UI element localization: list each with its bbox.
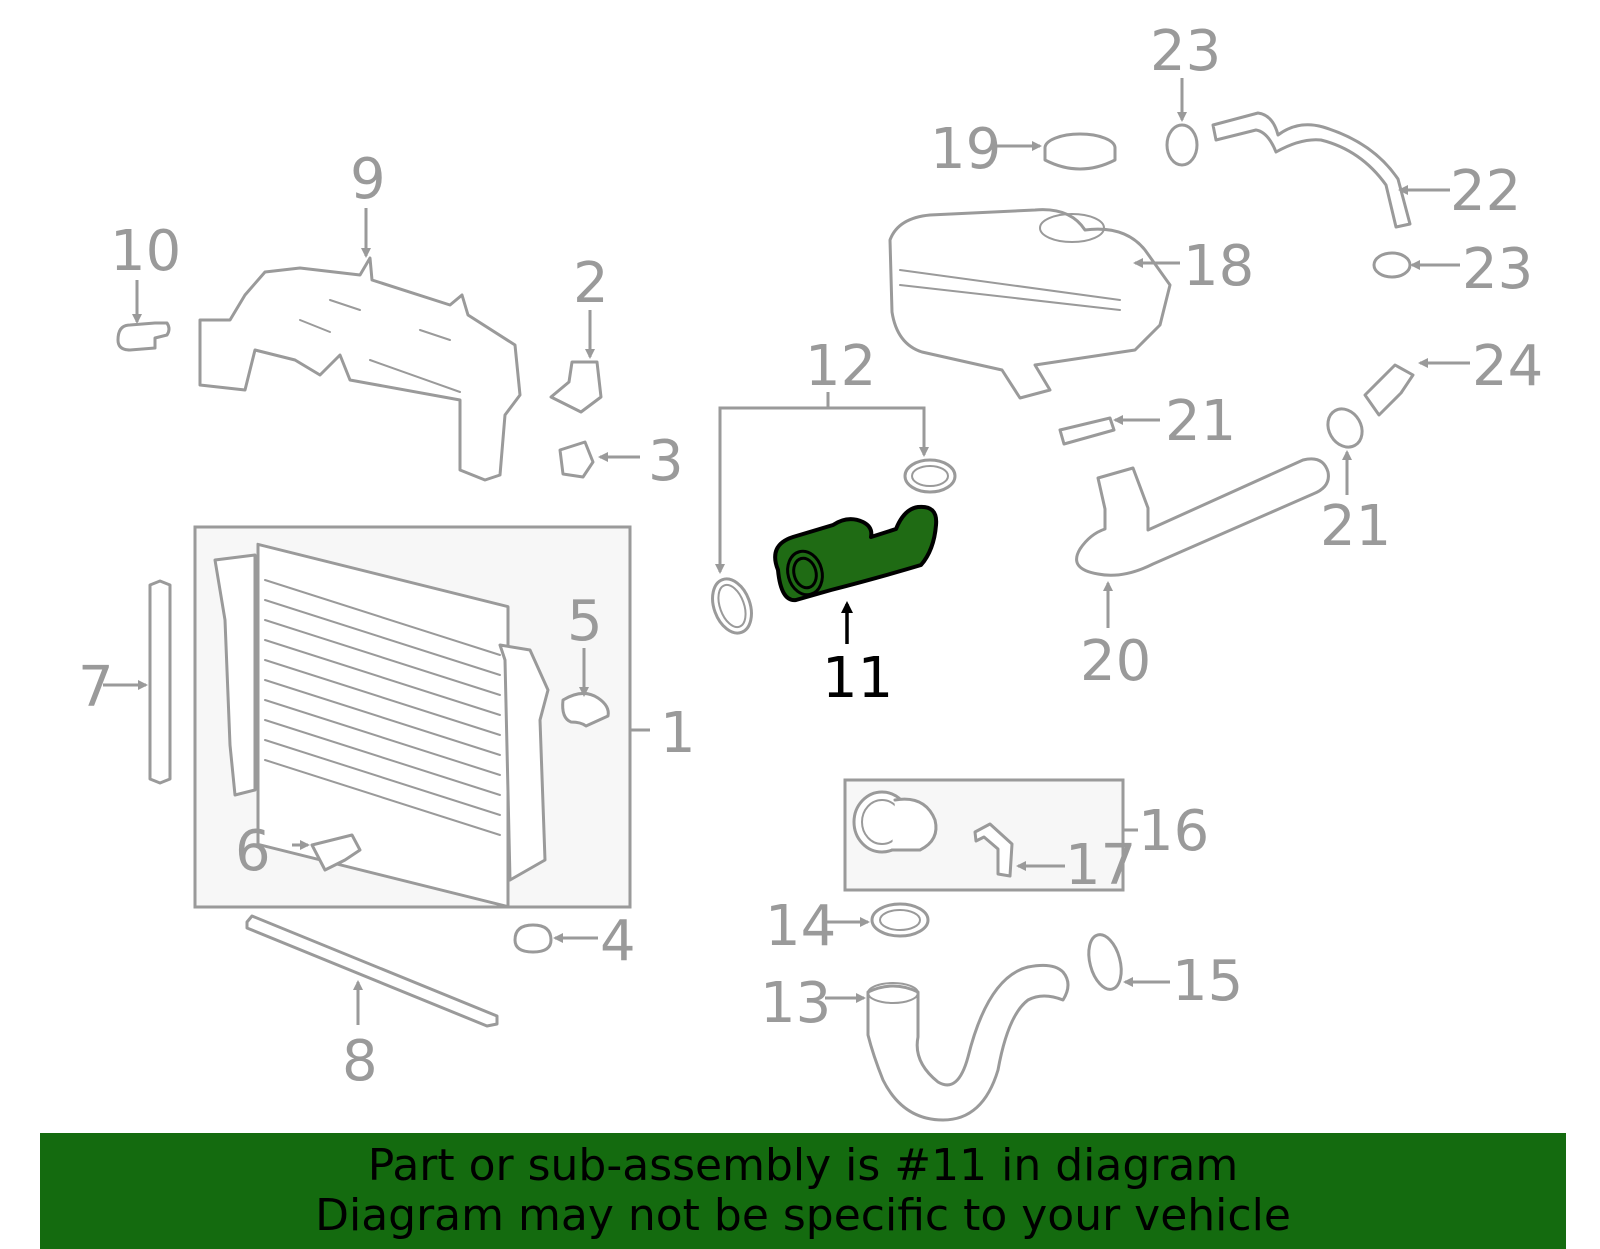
part-11-highlighted-hose[interactable] xyxy=(773,504,939,603)
part-7-seal[interactable] xyxy=(148,579,172,785)
part-21-clamp-a[interactable] xyxy=(1058,416,1116,446)
callout-21-a: 21 xyxy=(1165,389,1236,454)
callout-15: 15 xyxy=(1172,949,1243,1014)
callout-7: 7 xyxy=(78,655,114,720)
part-5-bracket[interactable] xyxy=(561,692,610,728)
part-3-insulator[interactable] xyxy=(558,440,595,479)
callout-22: 22 xyxy=(1450,159,1521,224)
part-18-coolant-reservoir[interactable] xyxy=(888,208,1172,400)
part-23-clamp-lower[interactable] xyxy=(1372,251,1412,279)
part-12-clamp-a[interactable] xyxy=(706,574,759,639)
callout-24: 24 xyxy=(1472,334,1543,399)
part-8-seal[interactable] xyxy=(245,914,499,1028)
callout-3: 3 xyxy=(648,429,684,494)
callout-23-upper: 23 xyxy=(1150,19,1221,84)
part-19-reservoir-cap[interactable] xyxy=(1043,132,1117,171)
callout-13: 13 xyxy=(760,971,831,1036)
callout-20: 20 xyxy=(1080,629,1151,694)
callout-2: 2 xyxy=(573,251,609,316)
part-23-clamp-upper[interactable] xyxy=(1165,123,1199,167)
radiator-assembly[interactable] xyxy=(193,525,632,909)
callout-5: 5 xyxy=(567,589,603,654)
part-14-clamp[interactable] xyxy=(870,902,930,938)
part-2-bracket[interactable] xyxy=(549,360,603,414)
callout-11: 11 xyxy=(822,646,893,711)
callout-21-b: 21 xyxy=(1320,494,1391,559)
part-17-clip[interactable] xyxy=(973,822,1014,878)
part-20-hose[interactable] xyxy=(1075,457,1330,577)
banner-line-disclaimer: Diagram may not be specific to your vehi… xyxy=(315,1190,1291,1241)
part-21-clamp-b[interactable] xyxy=(1321,403,1369,454)
info-banner: Part or sub-assembly is #11 in diagram D… xyxy=(40,1133,1566,1249)
part-9-air-baffle[interactable] xyxy=(198,256,522,482)
callout-10: 10 xyxy=(110,219,181,284)
part-16-hose-end[interactable] xyxy=(852,790,938,854)
callout-19: 19 xyxy=(930,117,1001,182)
part-12-clamp-b[interactable] xyxy=(903,458,957,494)
callout-23-lower: 23 xyxy=(1462,237,1533,302)
callout-9: 9 xyxy=(350,147,386,212)
callout-16: 16 xyxy=(1138,799,1209,864)
callout-14: 14 xyxy=(765,894,836,959)
callout-12: 12 xyxy=(805,334,876,399)
part-15-clamp[interactable] xyxy=(1083,931,1126,993)
callout-18: 18 xyxy=(1183,234,1254,299)
part-13-lower-hose[interactable] xyxy=(866,963,1070,1122)
banner-line-part: Part or sub-assembly is #11 in diagram xyxy=(367,1140,1239,1191)
part-10-pin[interactable] xyxy=(116,321,171,352)
callout-1: 1 xyxy=(660,701,696,766)
part-22-overflow-hose[interactable] xyxy=(1211,111,1412,229)
callout-6: 6 xyxy=(235,819,271,884)
callout-4: 4 xyxy=(600,909,636,974)
part-4-insulator[interactable] xyxy=(513,923,553,954)
callout-8: 8 xyxy=(342,1029,378,1094)
part-6-drain-plug[interactable] xyxy=(310,833,362,872)
part-24-connector[interactable] xyxy=(1363,363,1415,417)
callout-17: 17 xyxy=(1065,833,1136,898)
